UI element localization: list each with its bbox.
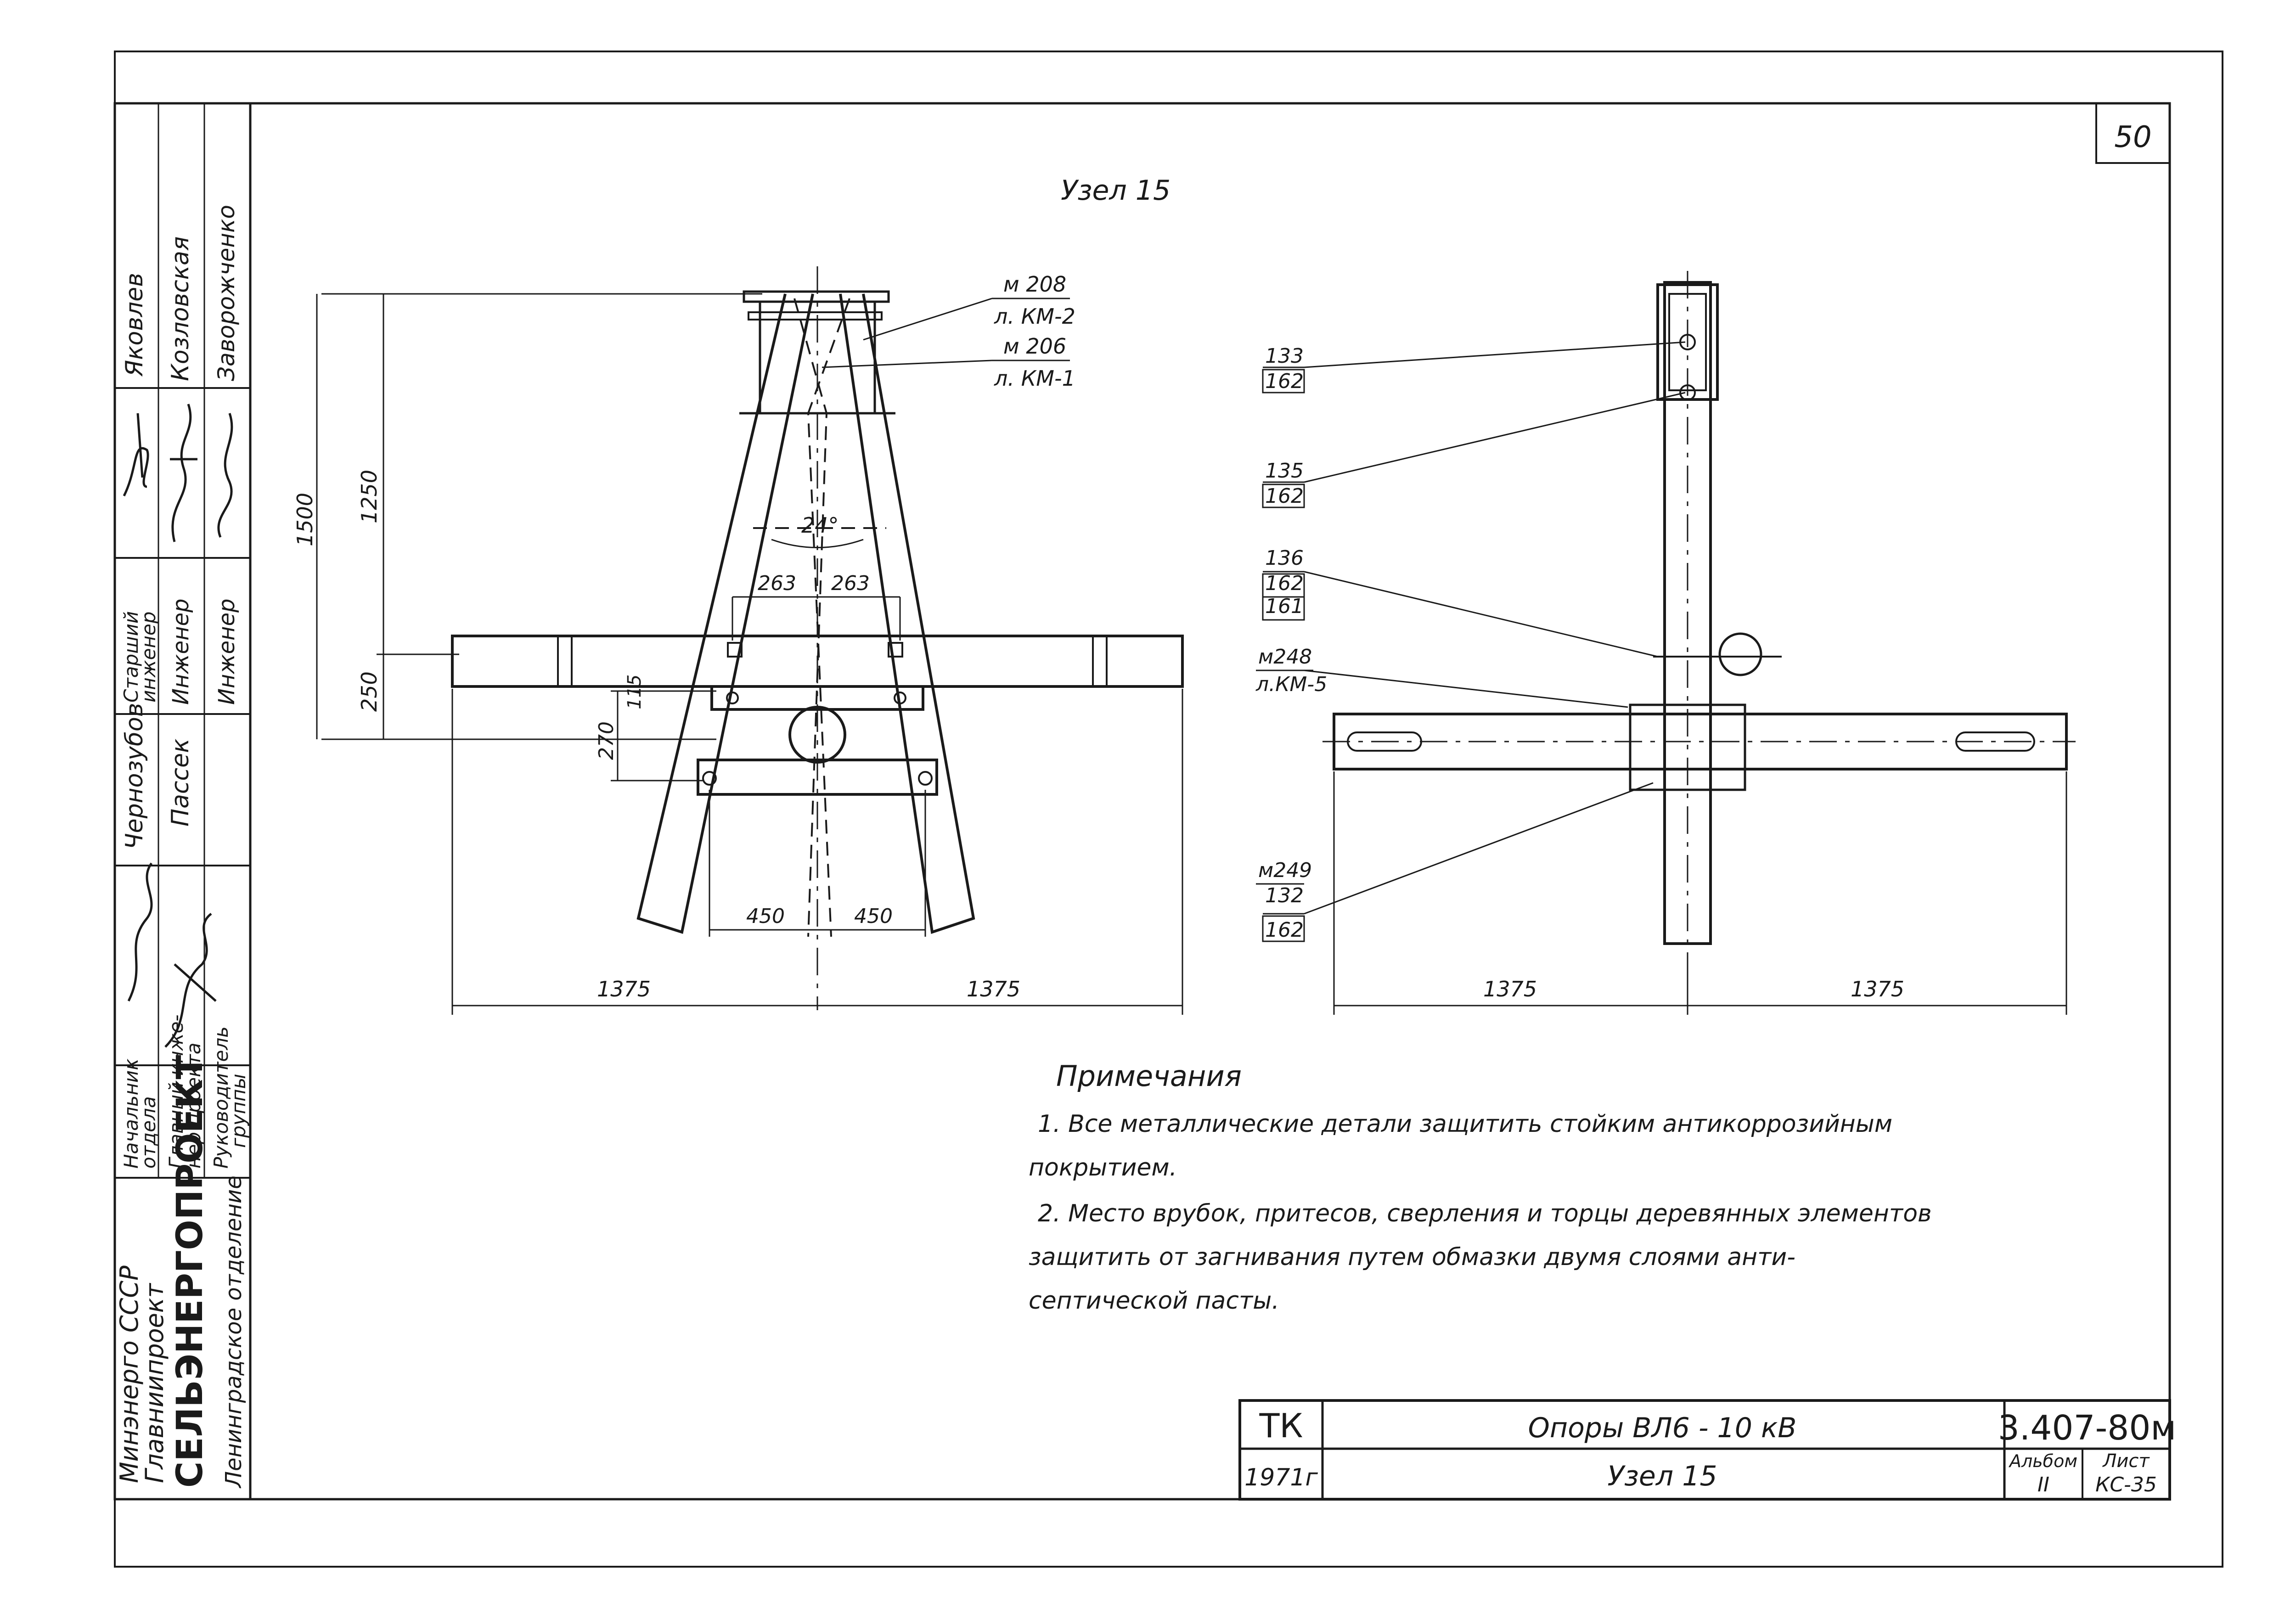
stamp-org-3: СЕЛЬЭНЕРГОПРОЕКТ <box>169 1055 211 1488</box>
top-cap-plate-2 <box>748 311 883 321</box>
tb-title: Опоры ВЛ6 - 10 кВ <box>1528 1412 1797 1444</box>
label-m249b: 132 <box>1265 884 1304 907</box>
notes-line-1: 1. Все металлические детали защитить сто… <box>1038 1110 1892 1138</box>
notes-line-2: покрытием. <box>1029 1154 1177 1181</box>
side-insulator <box>1718 632 1762 676</box>
label-km2: л. КМ-2 <box>994 304 1075 329</box>
signature-2 <box>170 404 197 542</box>
label-136: 136 <box>1265 546 1304 570</box>
tb-year: 1971г <box>1244 1464 1318 1491</box>
front-view: Узел 15 м 208 <box>293 174 1184 1015</box>
side-label-1375a: 1375 <box>1483 977 1537 1001</box>
signature-1 <box>123 413 149 497</box>
signature-5 <box>164 913 217 1048</box>
label-m248: м248 <box>1258 645 1312 669</box>
outer-frame <box>114 51 2223 1568</box>
stamp-title-1b: отдела <box>137 1096 160 1169</box>
label-m249: м249 <box>1258 859 1312 882</box>
sheet-number-box <box>2095 102 2171 164</box>
label-1500: 1500 <box>293 493 317 546</box>
notes-heading: Примечания <box>1056 1059 1242 1093</box>
signature-4 <box>127 862 153 1002</box>
label-250: 250 <box>357 671 382 712</box>
upper-brace <box>710 685 924 711</box>
left-stamp-frame <box>113 102 252 1501</box>
label-135b: 162 <box>1265 484 1304 508</box>
stamp-title-2a: Главный инже- <box>165 1014 187 1169</box>
label-263a: 263 <box>758 572 796 595</box>
stamp-title-3b: группы <box>227 1074 250 1148</box>
label-km1: л. КМ-1 <box>994 366 1075 391</box>
tb-subtitle: Узел 15 <box>1607 1460 1717 1492</box>
signature-3 <box>217 413 233 538</box>
left-stamp: Минэнерго СССР Главниипроект СЕЛЬЭНЕРГОП… <box>115 103 250 1489</box>
label-m249c: 162 <box>1265 918 1304 942</box>
left-leg <box>636 293 814 934</box>
label-angle: 24° <box>801 513 839 538</box>
tb-doc-number: 3.407-80м <box>1998 1408 2177 1448</box>
stamp-title-3a: Руководитель <box>210 1026 232 1169</box>
stamp-title-2b: нер проекта <box>182 1042 205 1169</box>
stamp-name-yakovlev: Яковлев <box>121 273 148 377</box>
label-115: 115 <box>624 675 645 709</box>
stamp-org-1: Минэнерго СССР <box>115 1265 144 1483</box>
stamp-role2-1b: инженер <box>137 612 160 703</box>
stamp-name-passek: Пассек <box>167 738 194 827</box>
right-leg <box>839 293 975 934</box>
label-136b: 162 <box>1265 572 1304 595</box>
label-1250: 1250 <box>357 470 382 523</box>
top-cap-plate <box>743 290 890 303</box>
label-263b: 263 <box>831 572 870 595</box>
notes-line-3: 2. Место врубок, притесов, сверления и т… <box>1038 1200 1932 1227</box>
insulator-pin-circle <box>788 706 846 764</box>
label-km5: л.КМ-5 <box>1255 673 1327 696</box>
drawing-title: Узел 15 <box>1061 174 1171 207</box>
stamp-role2-3: Инженер <box>214 599 240 705</box>
side-label-1375b: 1375 <box>1851 977 1904 1001</box>
label-270: 270 <box>595 721 618 760</box>
stamp-org-4: Ленинградское отделение <box>221 1175 247 1489</box>
tb-album-value: II <box>2037 1473 2049 1496</box>
label-m208: м 208 <box>1003 272 1066 297</box>
stamp-org-2: Главниипроект <box>140 1283 169 1483</box>
label-136c: 161 <box>1265 595 1304 618</box>
lower-brace <box>697 759 938 796</box>
label-450b: 450 <box>854 905 893 928</box>
label-135: 135 <box>1265 459 1304 483</box>
tb-album-label: Альбом <box>2008 1451 2077 1471</box>
label-133: 133 <box>1265 344 1304 368</box>
stamp-name-chernozubov: Чернозубов <box>121 703 148 849</box>
sheet-number: 50 <box>2114 120 2151 154</box>
label-1375a: 1375 <box>597 977 651 1001</box>
label-1375b: 1375 <box>967 977 1020 1001</box>
label-133b: 162 <box>1265 370 1304 393</box>
title-block: ТК 1971г Опоры ВЛ6 - 10 кВ Узел 15 3.407… <box>1238 1399 2177 1501</box>
tb-sheet-label: Лист <box>2102 1451 2150 1472</box>
tb-code: ТК <box>1259 1406 1303 1445</box>
label-450a: 450 <box>746 905 785 928</box>
stamp-name-kozlovskaya: Козловская <box>167 236 194 381</box>
label-m206: м 206 <box>1003 334 1066 359</box>
tb-sheet-value: КС-35 <box>2095 1473 2157 1496</box>
notes-line-4: защитить от загнивания путем обмазки дву… <box>1029 1243 1795 1271</box>
stamp-role2-1a: Старший <box>120 611 142 703</box>
stamp-name-zavorozhchenko: Заворожченко <box>213 205 240 381</box>
notes: Примечания 1. Все металлические детали з… <box>1029 1059 1932 1315</box>
stamp-role2-2: Инженер <box>168 599 194 705</box>
notes-line-5: септической пасты. <box>1029 1287 1279 1315</box>
side-view: 133 162 135 162 136 162 161 м248 л.КМ-5 … <box>1255 271 2076 1015</box>
stamp-title-1a: Начальник <box>120 1058 142 1169</box>
